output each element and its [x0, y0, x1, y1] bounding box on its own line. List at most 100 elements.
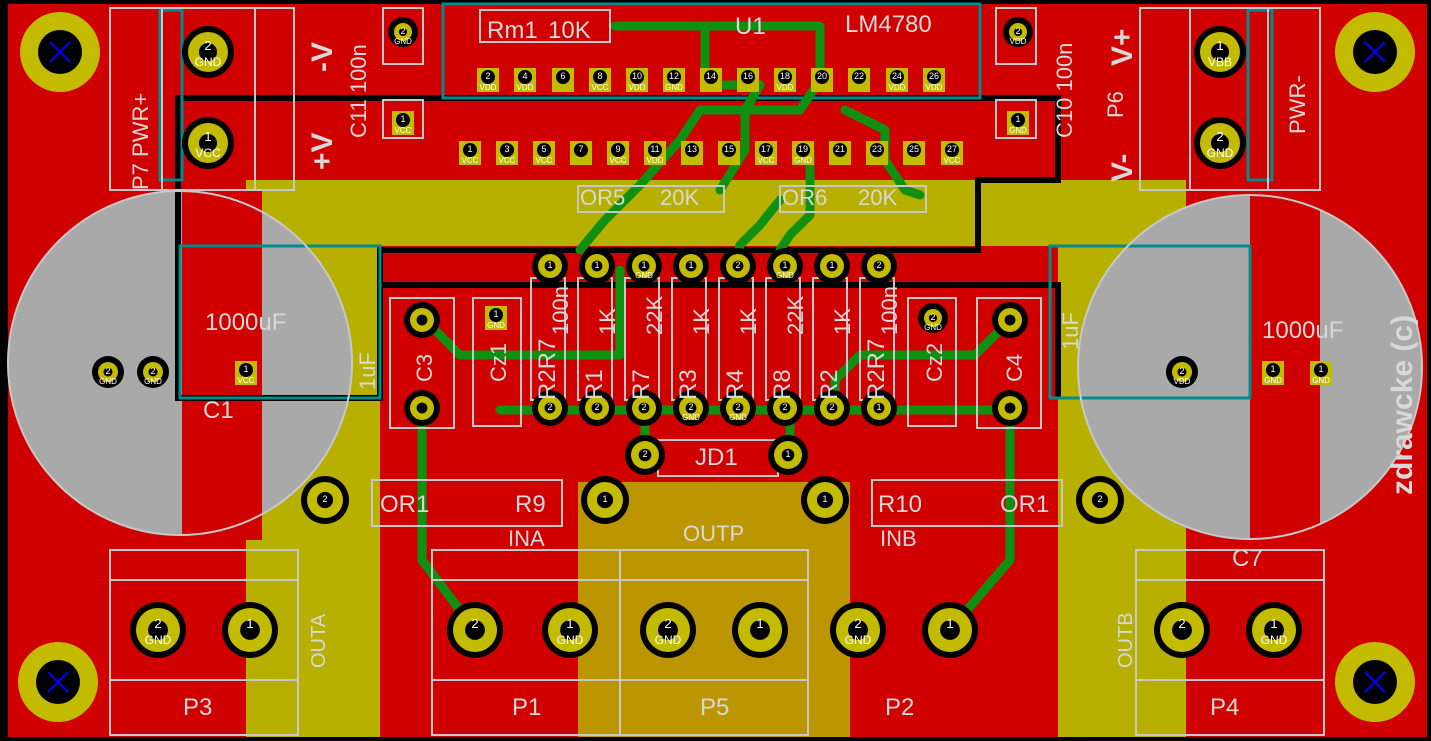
- connector-pad-8[interactable]: 2: [1154, 602, 1210, 658]
- c10-pin2-pad-net: VDD: [1010, 37, 1027, 46]
- u1-pad-6-num: 6: [560, 71, 565, 81]
- u1-pad-15[interactable]: 15: [718, 141, 740, 165]
- r9-pin2-pad[interactable]: 2: [301, 476, 349, 524]
- resistor-top-pad-6[interactable]: 1: [814, 248, 850, 284]
- r9-pin1-pad[interactable]: 1: [581, 476, 629, 524]
- resistor-top-pad-1[interactable]: 1: [579, 248, 615, 284]
- c3-pad2[interactable]: [404, 390, 440, 426]
- resistor-bottom-pad-1-num: 2: [594, 402, 599, 412]
- u1-pad-13[interactable]: 13: [681, 141, 703, 165]
- u1-pad-16[interactable]: 16: [737, 68, 759, 92]
- r10-pin1-pad[interactable]: 1: [801, 476, 849, 524]
- c7-pin1b-pad-num: 1: [1318, 364, 1323, 374]
- u1-pad-14[interactable]: 14: [700, 68, 722, 92]
- u1-pad-6[interactable]: 6: [552, 68, 574, 92]
- jd1-pin2-pad[interactable]: 2: [625, 435, 665, 475]
- resistor-top-pad-0[interactable]: 1: [532, 248, 568, 284]
- u1-pad-18-num: 18: [780, 71, 790, 81]
- r10-pin2-pad[interactable]: 2: [1076, 476, 1124, 524]
- u1-pad-23[interactable]: 23: [866, 141, 888, 165]
- resistor-top-pad-4[interactable]: 2: [720, 248, 756, 284]
- resistor-bottom-pad-2[interactable]: 2: [626, 390, 662, 426]
- u1-pad-2-net: VDD: [480, 83, 497, 92]
- resistor-bottom-pad-1[interactable]: 2: [579, 390, 615, 426]
- resistor-bottom-pad-0[interactable]: 2: [532, 390, 568, 426]
- u1-pad-27-net: VCC: [944, 156, 961, 165]
- resistor-label-5: 22K: [642, 296, 667, 335]
- c4-pad2[interactable]: [992, 390, 1028, 426]
- label-u1: U1: [735, 13, 766, 40]
- c3-pad[interactable]: [404, 302, 440, 338]
- u1-pad-25[interactable]: 25: [903, 141, 925, 165]
- resistor-top-pad-7[interactable]: 2: [861, 248, 897, 284]
- jd1-pin1-pad[interactable]: 1: [768, 435, 808, 475]
- connector-pad-2[interactable]: 2: [447, 602, 503, 658]
- u1-pad-20[interactable]: 20: [811, 68, 833, 92]
- connector-pad-7[interactable]: 1: [922, 602, 978, 658]
- resistor-bottom-pad-5[interactable]: 2: [767, 390, 803, 426]
- resistor-bottom-pad-7[interactable]: 1: [861, 390, 897, 426]
- p7-pin2-pad-num: 2: [204, 38, 211, 53]
- label-r9: R9: [515, 491, 546, 518]
- u1-pad-22[interactable]: 22: [848, 68, 870, 92]
- c1-pin2a-pad-net: GND: [99, 377, 117, 386]
- c11-pin1-pad-num: 1: [400, 114, 405, 124]
- label-c1: C1: [203, 397, 234, 424]
- u1-pad-7[interactable]: 7: [570, 141, 592, 165]
- connector-pad-1[interactable]: 1: [222, 602, 278, 658]
- u1-pad-21[interactable]: 21: [829, 141, 851, 165]
- connector-pad-5[interactable]: 1: [732, 602, 788, 658]
- c4-pad[interactable]: [992, 302, 1028, 338]
- cz2-pad-net: GND: [924, 323, 942, 332]
- label-outa: OUTA: [308, 613, 330, 668]
- resistor-bottom-pad-6[interactable]: 2: [814, 390, 850, 426]
- resistor-label-14: R2R7: [863, 339, 890, 400]
- resistor-top-pad-0-num: 1: [547, 260, 552, 270]
- u1-pad-10-num: 10: [632, 71, 642, 81]
- u1-pad-27-num: 27: [947, 144, 957, 154]
- resistor-top-pad-3[interactable]: 1: [673, 248, 709, 284]
